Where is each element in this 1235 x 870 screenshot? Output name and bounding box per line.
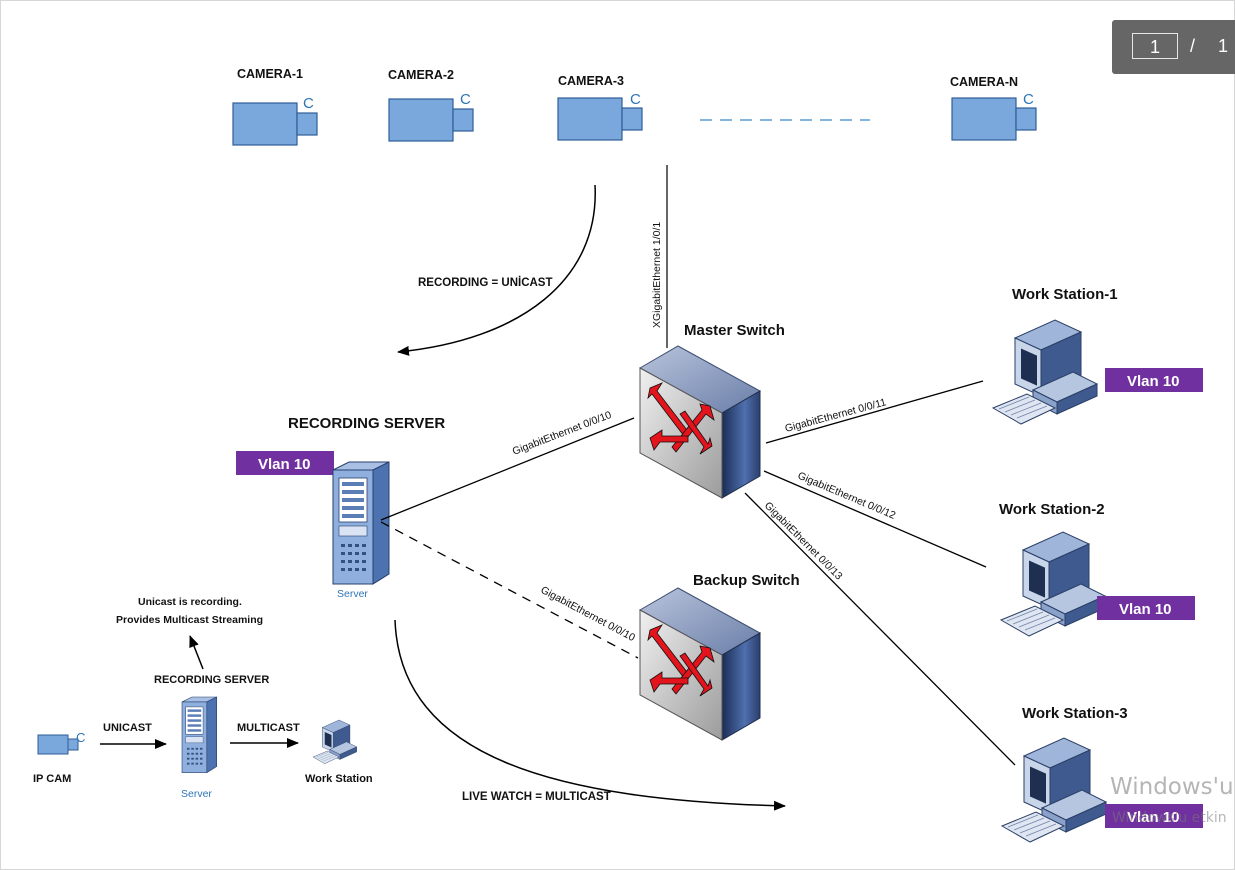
legend-note-line2: Provides Multicast Streaming [116,614,263,626]
legend-server-caption: Server [181,788,212,800]
legend-ip-cam-label: IP CAM [33,773,71,785]
live-watch-multicast-label: LIVE WATCH = MULTICAST [462,791,611,803]
legend-server-label: RECORDING SERVER [154,674,269,686]
vlan-badge-text: Vlan 10 [1127,809,1180,826]
camera-n-badge: C [1023,91,1034,108]
ws2-port-label: GigabitEthernet 0/0/12 [796,470,898,522]
page-number-input[interactable]: 1 [1132,33,1178,59]
backup-switch-icon [639,587,761,741]
server-master-port-label: GigabitEthernet 0/0/10 [511,409,614,458]
activation-watermark-subtext: Windows'u etkin [1112,810,1227,826]
recording-unicast-arrow [397,184,596,356]
master-to-ws1-link [765,380,984,444]
server-backup-port-label: GigabitEthernet 0/0/10 [539,584,638,644]
camera-1-badge: C [303,95,314,112]
camera-3-badge: C [630,91,641,108]
legend-multicast-label: MULTICAST [237,722,300,734]
master-to-ws3-link [744,492,1016,766]
page-separator: / [1190,36,1196,56]
legend-server-icon [181,696,218,773]
vlan-badge-text: Vlan 10 [1127,373,1180,390]
legend-camera-badge: C [76,730,85,745]
workstation-1-vlan-badge: Vlan 10 [1105,368,1203,392]
uplink-port-label: XGigabitEthernet 1/0/1 [651,222,663,328]
camera-3: CAMERA-3 C [557,74,643,141]
camera-n-label: CAMERA-N [950,75,1018,89]
camera-2: CAMERA-2 C [388,68,474,142]
backup-switch-label: Backup Switch [693,572,800,589]
recording-server-vlan-badge: Vlan 10 [236,451,334,475]
camera-1: CAMERA-1 C [232,67,318,146]
camera-2-label: CAMERA-2 [388,68,454,82]
workstation-3-icon [1001,737,1107,843]
camera-3-label: CAMERA-3 [558,74,624,88]
legend: Unicast is recording. Provides Multicast… [33,596,373,800]
workstation-3-label: Work Station-3 [1022,705,1128,722]
recording-server-caption: Server [337,588,368,600]
page-navigator: 1 / 1 [1112,20,1235,74]
camera-n: CAMERA-N C [950,75,1037,141]
recording-server-icon [332,461,390,585]
activation-watermark: Windows'u [1110,774,1234,800]
legend-workstation-label: Work Station [305,773,373,785]
master-switch-label: Master Switch [684,322,785,339]
vlan-badge-text: Vlan 10 [1119,601,1172,618]
workstation-3-vlan-badge: Vlan 10 [1105,804,1203,828]
vlan-badge-text: Vlan 10 [258,456,311,473]
workstation-2-vlan-badge: Vlan 10 [1097,596,1195,620]
server-to-backup-link [380,521,639,659]
page-total: 1 [1218,36,1229,56]
master-to-ws2-link [763,470,987,568]
ws3-port-label: GigabitEthernet 0/0/13 [762,500,845,583]
legend-workstation-icon [312,719,357,764]
master-switch-icon [639,345,761,499]
camera-2-badge: C [460,91,471,108]
recording-server-label: RECORDING SERVER [288,415,445,432]
legend-camera-lens [67,738,79,751]
live-watch-multicast-arrow [394,619,786,811]
camera-1-label: CAMERA-1 [237,67,303,81]
workstation-2-icon [1000,531,1106,637]
server-to-master-link [380,417,635,521]
workstation-1-label: Work Station-1 [1012,286,1118,303]
legend-note-arrow [189,635,204,670]
legend-unicast-label: UNICAST [103,722,152,734]
legend-note-line1: Unicast is recording. [138,596,242,608]
workstation-2-label: Work Station-2 [999,501,1105,518]
ws1-port-label: GigabitEthernet 0/0/11 [784,396,888,435]
workstation-1-icon [992,319,1098,425]
recording-unicast-label: RECORDING = UNİCAST [418,276,553,289]
legend-camera-body [37,734,69,755]
